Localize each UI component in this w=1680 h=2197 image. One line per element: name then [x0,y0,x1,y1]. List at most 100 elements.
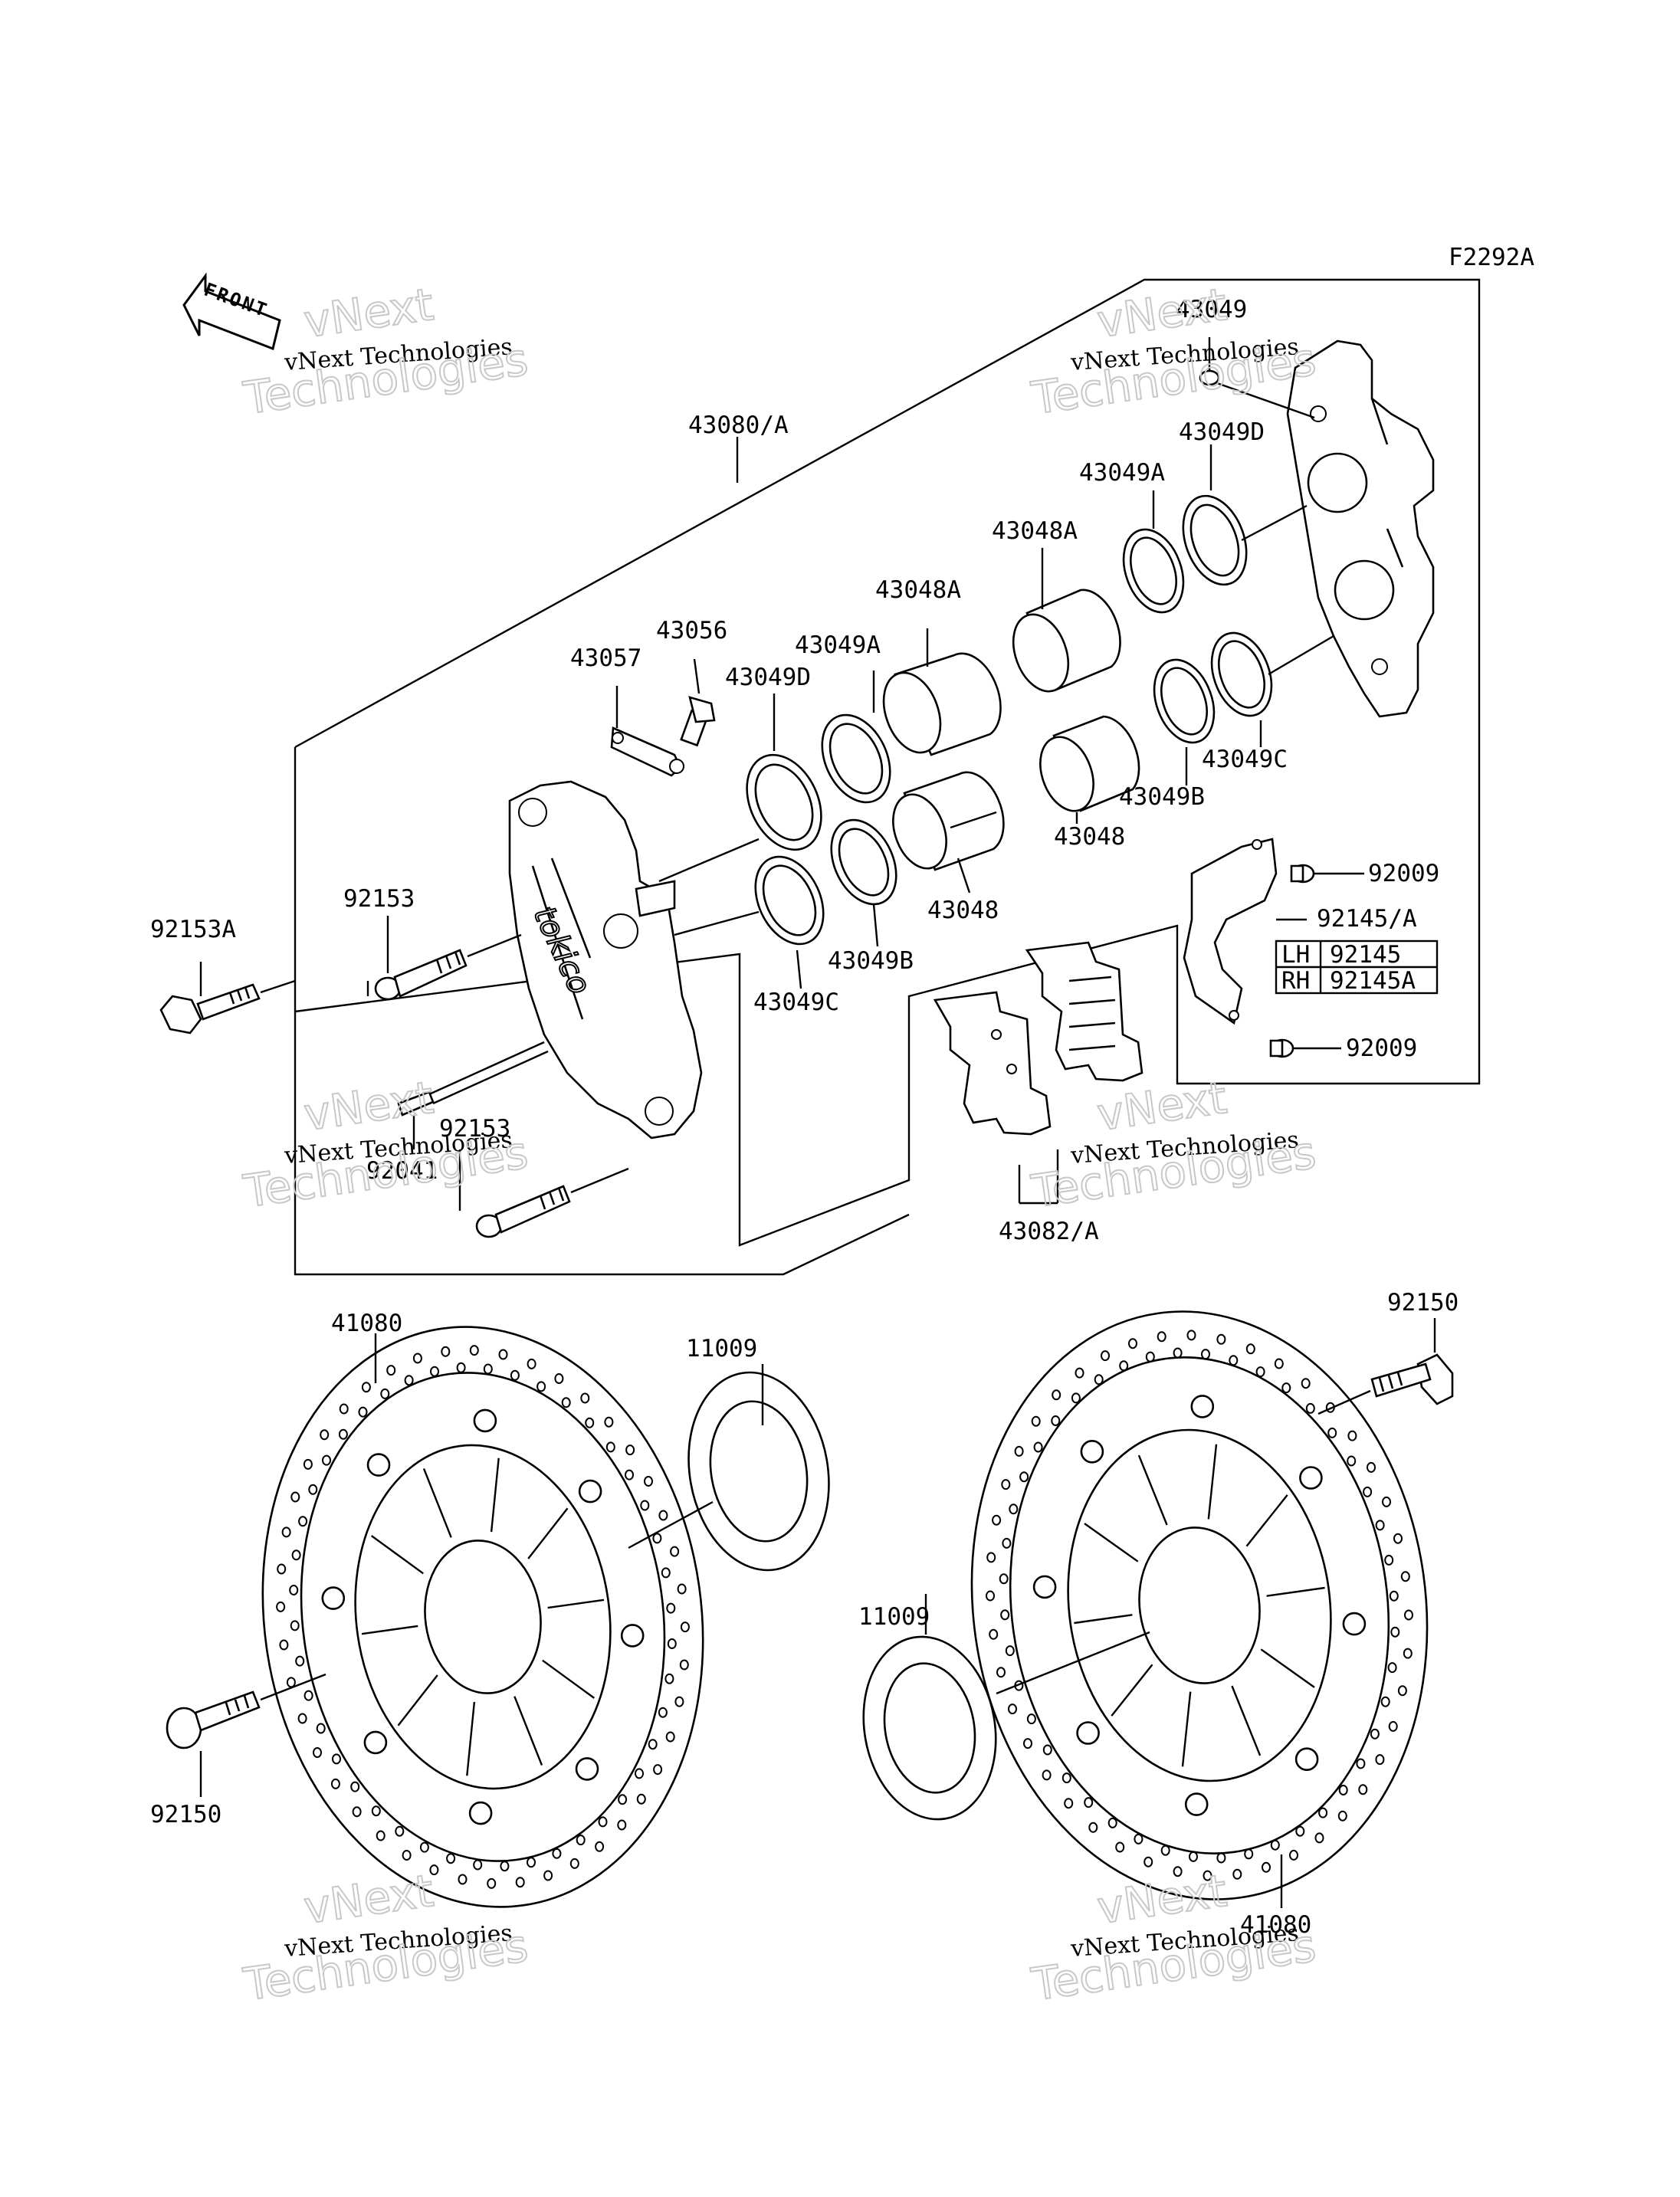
brake-pads [933,941,1144,1205]
disc-drill-hole [1384,1554,1394,1566]
disc-drill-hole [1318,1807,1328,1818]
disc-drill-hole [279,1639,289,1651]
disc-drill-hole [303,1458,313,1470]
disc-drill-hole [276,1601,286,1612]
variant-rh-part: 92145A [1330,967,1416,995]
label-piston-right: 43048 [1054,823,1125,851]
disc-drill-hole [1274,1358,1284,1369]
svg-text:vNext: vNext [1094,1071,1229,1141]
label-disc-left: 41080 [331,1310,402,1337]
disc-drill-hole [1001,1479,1011,1490]
disc-spoke [422,1467,452,1538]
disc-drill-hole [510,1369,520,1381]
disc-drill-hole [1393,1533,1403,1544]
disc-drill-hole [1075,1367,1084,1379]
disc-drill-hole [1314,1832,1324,1844]
label-seal-a-left: 43049A [795,631,881,659]
disc-spoke [370,1535,424,1575]
disc-drill-hole [1019,1471,1029,1483]
disc-spoke [361,1625,418,1635]
disc-drill-hole [1064,1798,1074,1809]
disc-drill-hole [1338,1785,1348,1795]
disc-drill-hole [1403,1648,1413,1659]
disc-float-button [1184,1792,1209,1816]
label-shim-left: 11009 [686,1335,757,1362]
disc-float-button [620,1624,645,1648]
label-screw-upper: 92009 [1368,860,1439,887]
disc-drill-hole [1014,1445,1024,1457]
disc-drill-hole [281,1526,291,1538]
disc-float-button [575,1757,599,1781]
disc-drill-hole [665,1731,675,1743]
disc-drill-hole [996,1667,1006,1678]
disc-drill-hole [598,1816,608,1828]
disc-drill-hole [1088,1822,1098,1833]
disc-drill-hole [1301,1378,1311,1389]
disc-drill-hole [604,1416,614,1428]
disc-float-button [363,1730,388,1755]
disc-drill-hole [1033,1441,1043,1453]
disc-drill-hole [644,1476,653,1487]
disc-drill-hole [595,1841,605,1852]
disc-drill-hole [483,1363,493,1375]
brake-disc-right [970,1310,1429,1900]
disc-drill-hole [625,1469,634,1481]
disc-drill-hole [1115,1841,1125,1853]
svg-text:vNext: vNext [1094,1864,1229,1934]
disc-drill-hole [404,1375,414,1386]
disc-drill-hole [1002,1537,1012,1549]
disc-drill-hole [295,1655,305,1667]
disc-drill-hole [661,1567,671,1579]
disc-float-button [1342,1612,1367,1636]
disc-float-button [578,1479,602,1503]
disc-drill-hole [330,1778,340,1789]
label-disc-right: 41080 [1240,1911,1311,1939]
disc-float-button [1190,1395,1215,1418]
disc-drill-hole [585,1417,595,1428]
label-bolt-92153a: 92153A [150,916,236,943]
disc-drill-hole [515,1877,525,1888]
disc-drill-hole [361,1382,371,1393]
disc-drill-hole [1387,1662,1397,1674]
disc-drill-hole [679,1659,689,1671]
disc-drill-hole [1358,1784,1368,1795]
disc-drill-hole [1084,1797,1094,1808]
disc-drill-hole [1009,1503,1019,1515]
disc-drill-hole [297,1713,307,1724]
label-screw-lower: 92009 [1346,1035,1417,1062]
disc-drill-hole [1094,1374,1104,1385]
disc-spoke [1231,1685,1262,1756]
disc-drill-hole [536,1381,546,1392]
disc-drill-hole [1061,1772,1071,1784]
disc-drill-hole [338,1428,348,1440]
disc-drill-hole [625,1444,635,1456]
disc-drill-hole [1051,1415,1061,1426]
disc-drill-hole [648,1739,658,1750]
label-bolt-92153-upper: 92153 [343,885,415,913]
disc-drill-hole [1173,1347,1183,1359]
disc-drill-hole [419,1841,429,1853]
pistons-seals-left [658,652,1005,946]
disc-drill-hole [576,1835,586,1846]
label-disc-bolt-left: 92150 [150,1801,221,1828]
disc-bolt-left [166,1673,326,1797]
disc-float-button [1032,1575,1057,1599]
disc-spoke [1181,1691,1192,1767]
disc-drill-hole [527,1358,536,1369]
disc-drill-hole [617,1819,627,1831]
disc-drill-hole [640,1500,650,1511]
caliper-inner-half: tokico [508,780,703,1139]
disc-drill-hole [561,1397,571,1408]
label-seal-c-left: 43049C [753,989,839,1016]
disc-drill-hole [313,1747,322,1758]
variant-lh-side: LH [1281,941,1310,969]
disc-drill-hole [658,1707,668,1718]
disc-drill-hole [1144,1856,1153,1867]
disc-drill-hole [670,1546,680,1557]
disc-drill-hole [1375,1754,1385,1766]
disc-drill-hole [680,1622,690,1633]
label-pad-set: 43082/A [999,1218,1099,1245]
disc-drill-hole [1270,1839,1280,1851]
disc-drill-hole [1160,1844,1170,1856]
disc-drill-hole [322,1454,331,1466]
